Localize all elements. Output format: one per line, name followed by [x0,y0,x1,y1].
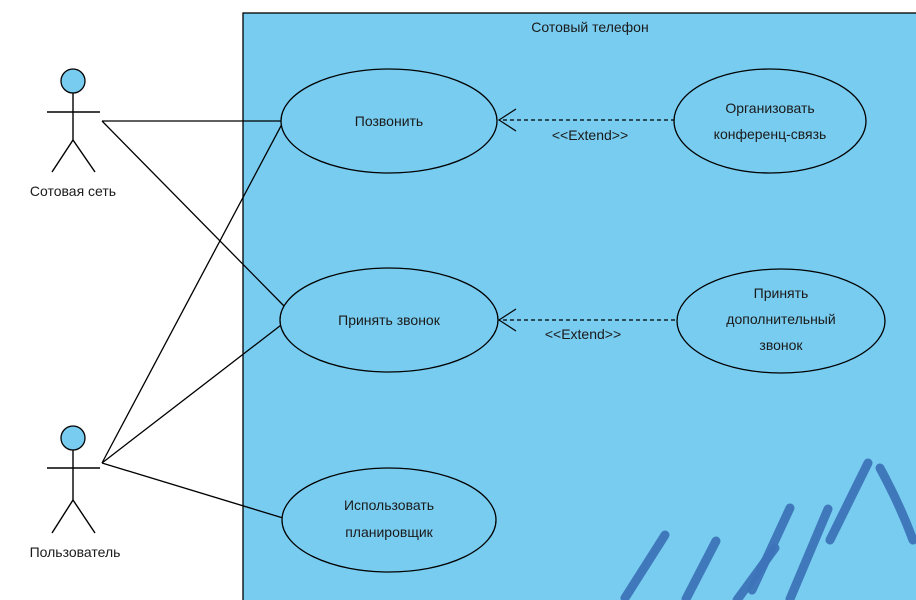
use-case-label: Организовать [725,100,814,116]
actor-head [60,425,86,451]
actor-cell-network[interactable]: Сотовая сеть [30,68,116,199]
extend-answer: <<Extend>> [497,308,675,342]
association-user-answer [101,321,286,464]
actor-left-leg [51,139,74,173]
use-case-label: звонок [759,337,803,353]
association-user-call [101,123,283,464]
use-case-shape [280,68,498,174]
actor-right-leg [72,139,96,173]
associations [101,120,286,519]
actor-left-leg [51,499,74,534]
extend-label: <<Extend>> [552,127,628,143]
use-case-shape [673,68,867,174]
use-case-label: Использовать [344,497,434,513]
use-case-shape [676,268,886,374]
use-case-call[interactable]: Позвонить [280,68,498,174]
extend-arrowhead [497,108,517,132]
use-case-label: Принять звонок [338,312,441,328]
association-user-planner [101,462,284,519]
use-case-label: Принять [754,285,809,301]
use-case-shape [279,267,499,373]
extend-call: <<Extend>> [497,108,675,143]
extend-arrowhead [497,308,517,332]
use-case-answer[interactable]: Принять звонок [279,267,499,373]
watermark [620,458,916,600]
extend-label: <<Extend>> [545,326,621,342]
use-case-shape [281,467,497,573]
actor-label: Пользователь [30,544,121,560]
use-case-label: конференц-связь [714,126,827,142]
actor-label: Сотовая сеть [30,183,116,199]
use-case-label: дополнительный [726,311,835,327]
use-case-label: планировщик [345,524,433,540]
actor-head [60,68,86,94]
use-case-conference[interactable]: Организовать конференц-связь [673,68,867,174]
use-case-label: Позвонить [355,113,423,129]
system-title: Сотовый телефон [531,19,648,35]
actor-right-leg [72,499,96,534]
use-case-answer-extra[interactable]: Принять дополнительный звонок [676,268,886,374]
actor-user[interactable]: Пользователь [30,425,121,560]
association-network-answer [101,120,286,308]
use-case-planner[interactable]: Использовать планировщик [281,467,497,573]
